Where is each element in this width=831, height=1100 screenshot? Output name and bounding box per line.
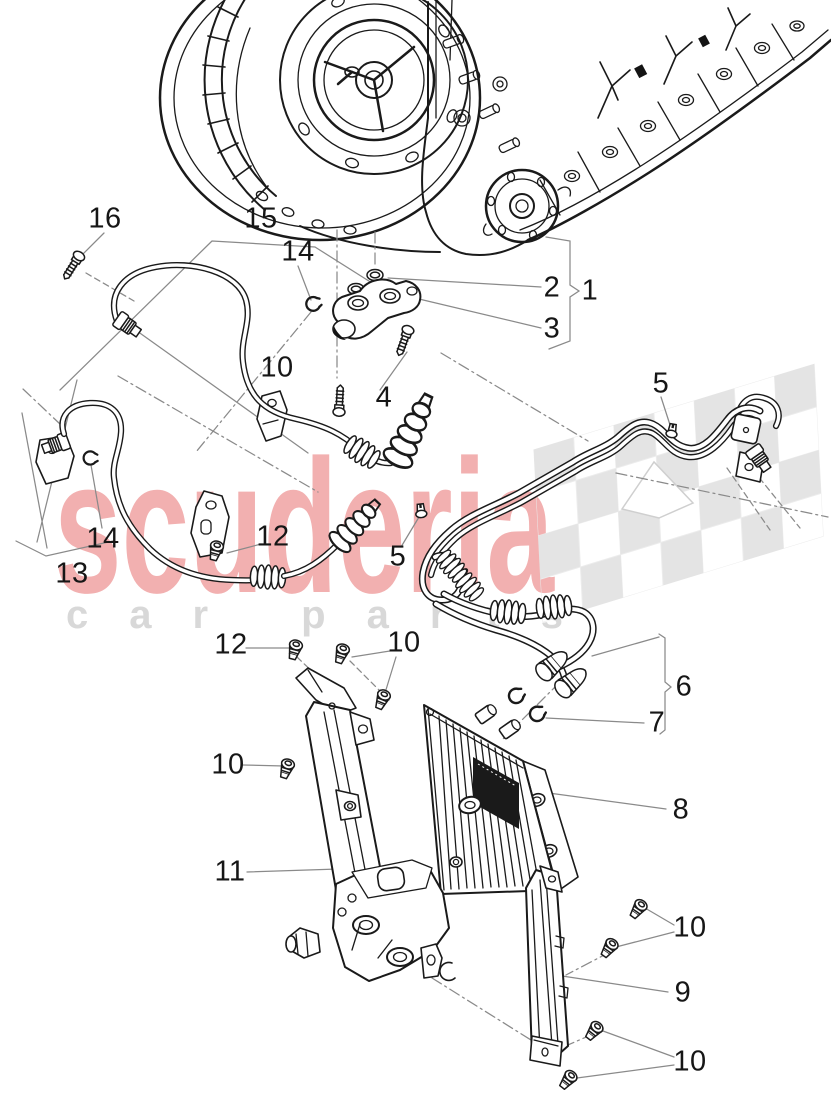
bracket-standoff: [285, 927, 321, 959]
callout-3: 3: [543, 312, 561, 345]
side-rail: [525, 865, 569, 1067]
callout-13: 13: [55, 557, 89, 590]
screw: [285, 637, 305, 662]
bolt-16: [58, 248, 88, 283]
callout-10d: 10: [673, 911, 707, 944]
screw: [331, 641, 352, 666]
seal-ring: [526, 702, 550, 725]
callout-14: 14: [281, 235, 315, 268]
watermark: scuderia car parts: [54, 363, 824, 637]
hose-assembly-lower: [432, 590, 597, 725]
retaining-clip: [303, 294, 324, 314]
callout-8: 8: [672, 793, 690, 826]
callout-16: 16: [88, 202, 122, 235]
callout-10e: 10: [673, 1045, 707, 1078]
callout-6: 6: [675, 670, 693, 703]
cooler-port: [474, 704, 497, 725]
screw: [556, 1067, 580, 1093]
oil-pipe-upper: [110, 261, 444, 473]
callout-15: 15: [244, 202, 278, 235]
callout-12: 12: [256, 520, 290, 553]
screw: [626, 896, 650, 922]
callout-1: 1: [581, 274, 599, 307]
callout-11: 11: [214, 855, 246, 888]
flag-fold-watermark: [620, 460, 695, 519]
screw: [582, 1018, 606, 1044]
seal-ring: [505, 684, 529, 707]
callout-10: 10: [260, 351, 294, 384]
braided-sleeve: [249, 563, 287, 591]
callout-10c: 10: [211, 748, 245, 781]
bracket-hook: [420, 943, 456, 982]
oil-pipe-lower-left: [35, 399, 389, 591]
transmission-drawing: [158, 0, 831, 256]
callout-2: 2: [543, 271, 561, 304]
support-bracket-group: [303, 268, 422, 418]
callout-9: 9: [674, 976, 692, 1009]
oil-cooler: [423, 704, 579, 895]
callout-7: 7: [648, 706, 666, 739]
callout-4: 4: [375, 381, 393, 414]
callout-5: 5: [652, 367, 670, 400]
cooler-port: [498, 719, 521, 740]
callout-12b: 12: [214, 628, 248, 661]
screw: [276, 756, 297, 781]
callout-5b: 5: [389, 540, 407, 573]
bolt: [392, 323, 416, 359]
callout-14b: 14: [86, 522, 120, 555]
callout-10b: 10: [387, 626, 421, 659]
mounting-bracket: [285, 667, 456, 982]
screw: [371, 687, 393, 712]
bolt: [332, 383, 348, 418]
